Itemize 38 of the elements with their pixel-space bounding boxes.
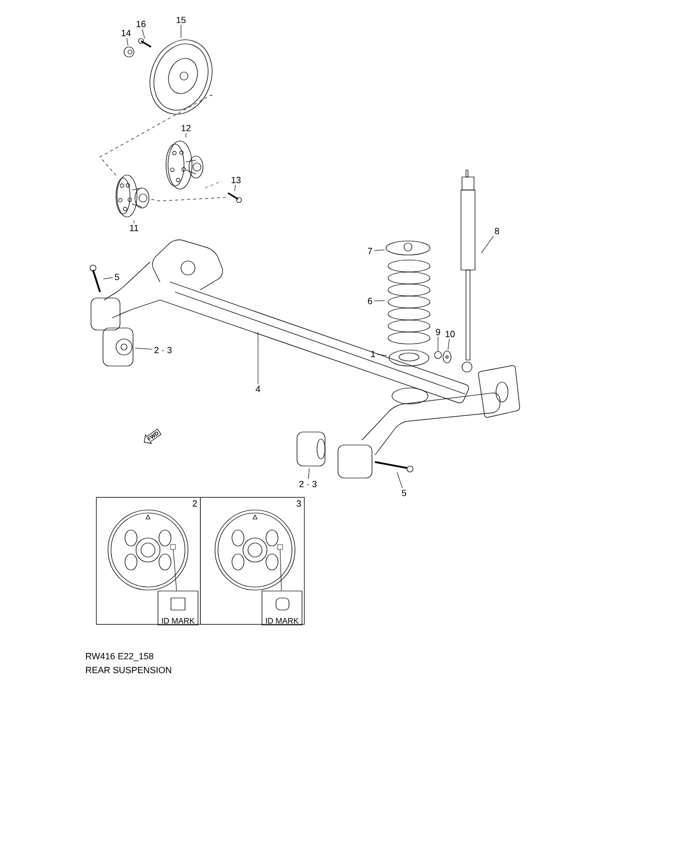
id-mark-box: ID MARK bbox=[158, 590, 198, 626]
callout-number: 13 bbox=[232, 176, 241, 184]
phantom-line bbox=[100, 94, 213, 176]
axle-beam bbox=[90, 240, 520, 478]
callout-number: 14 bbox=[122, 30, 131, 36]
callout-number: 5 bbox=[402, 490, 406, 496]
id-mark bbox=[277, 544, 283, 550]
callout-number: 2 · 3 bbox=[299, 480, 317, 488]
phantom-line bbox=[151, 197, 227, 202]
bolt bbox=[138, 38, 152, 48]
leader-line bbox=[142, 28, 145, 39]
leader-line bbox=[180, 24, 182, 38]
wheel-hub bbox=[166, 140, 204, 190]
callout-number: 11 bbox=[130, 224, 138, 232]
callout-number: 8 bbox=[494, 228, 500, 234]
callout-number: 12 bbox=[182, 124, 191, 132]
brake-drum bbox=[150, 40, 212, 114]
leader-line bbox=[126, 38, 128, 46]
bolt bbox=[228, 192, 242, 203]
leader-line bbox=[377, 354, 387, 356]
leader-line bbox=[234, 184, 236, 191]
leader-line bbox=[448, 338, 450, 350]
leader-line bbox=[396, 472, 403, 488]
shock-absorber bbox=[460, 170, 476, 372]
caption-text: RW416 E22_158 bbox=[86, 652, 154, 662]
leader-line bbox=[374, 250, 385, 251]
callout-number: 16 bbox=[136, 20, 146, 28]
id-mark-box: ID MARK bbox=[262, 590, 302, 626]
leader-line bbox=[135, 348, 152, 350]
leader-line bbox=[103, 277, 113, 280]
id-mark bbox=[170, 544, 176, 550]
wheel-hub bbox=[116, 174, 150, 218]
leader-line bbox=[308, 468, 310, 480]
leader-line bbox=[374, 300, 385, 302]
nut bbox=[124, 46, 134, 58]
caption-text: REAR SUSPENSION bbox=[86, 666, 172, 674]
callout-number: 15 bbox=[176, 16, 186, 24]
leader-line bbox=[481, 236, 494, 254]
